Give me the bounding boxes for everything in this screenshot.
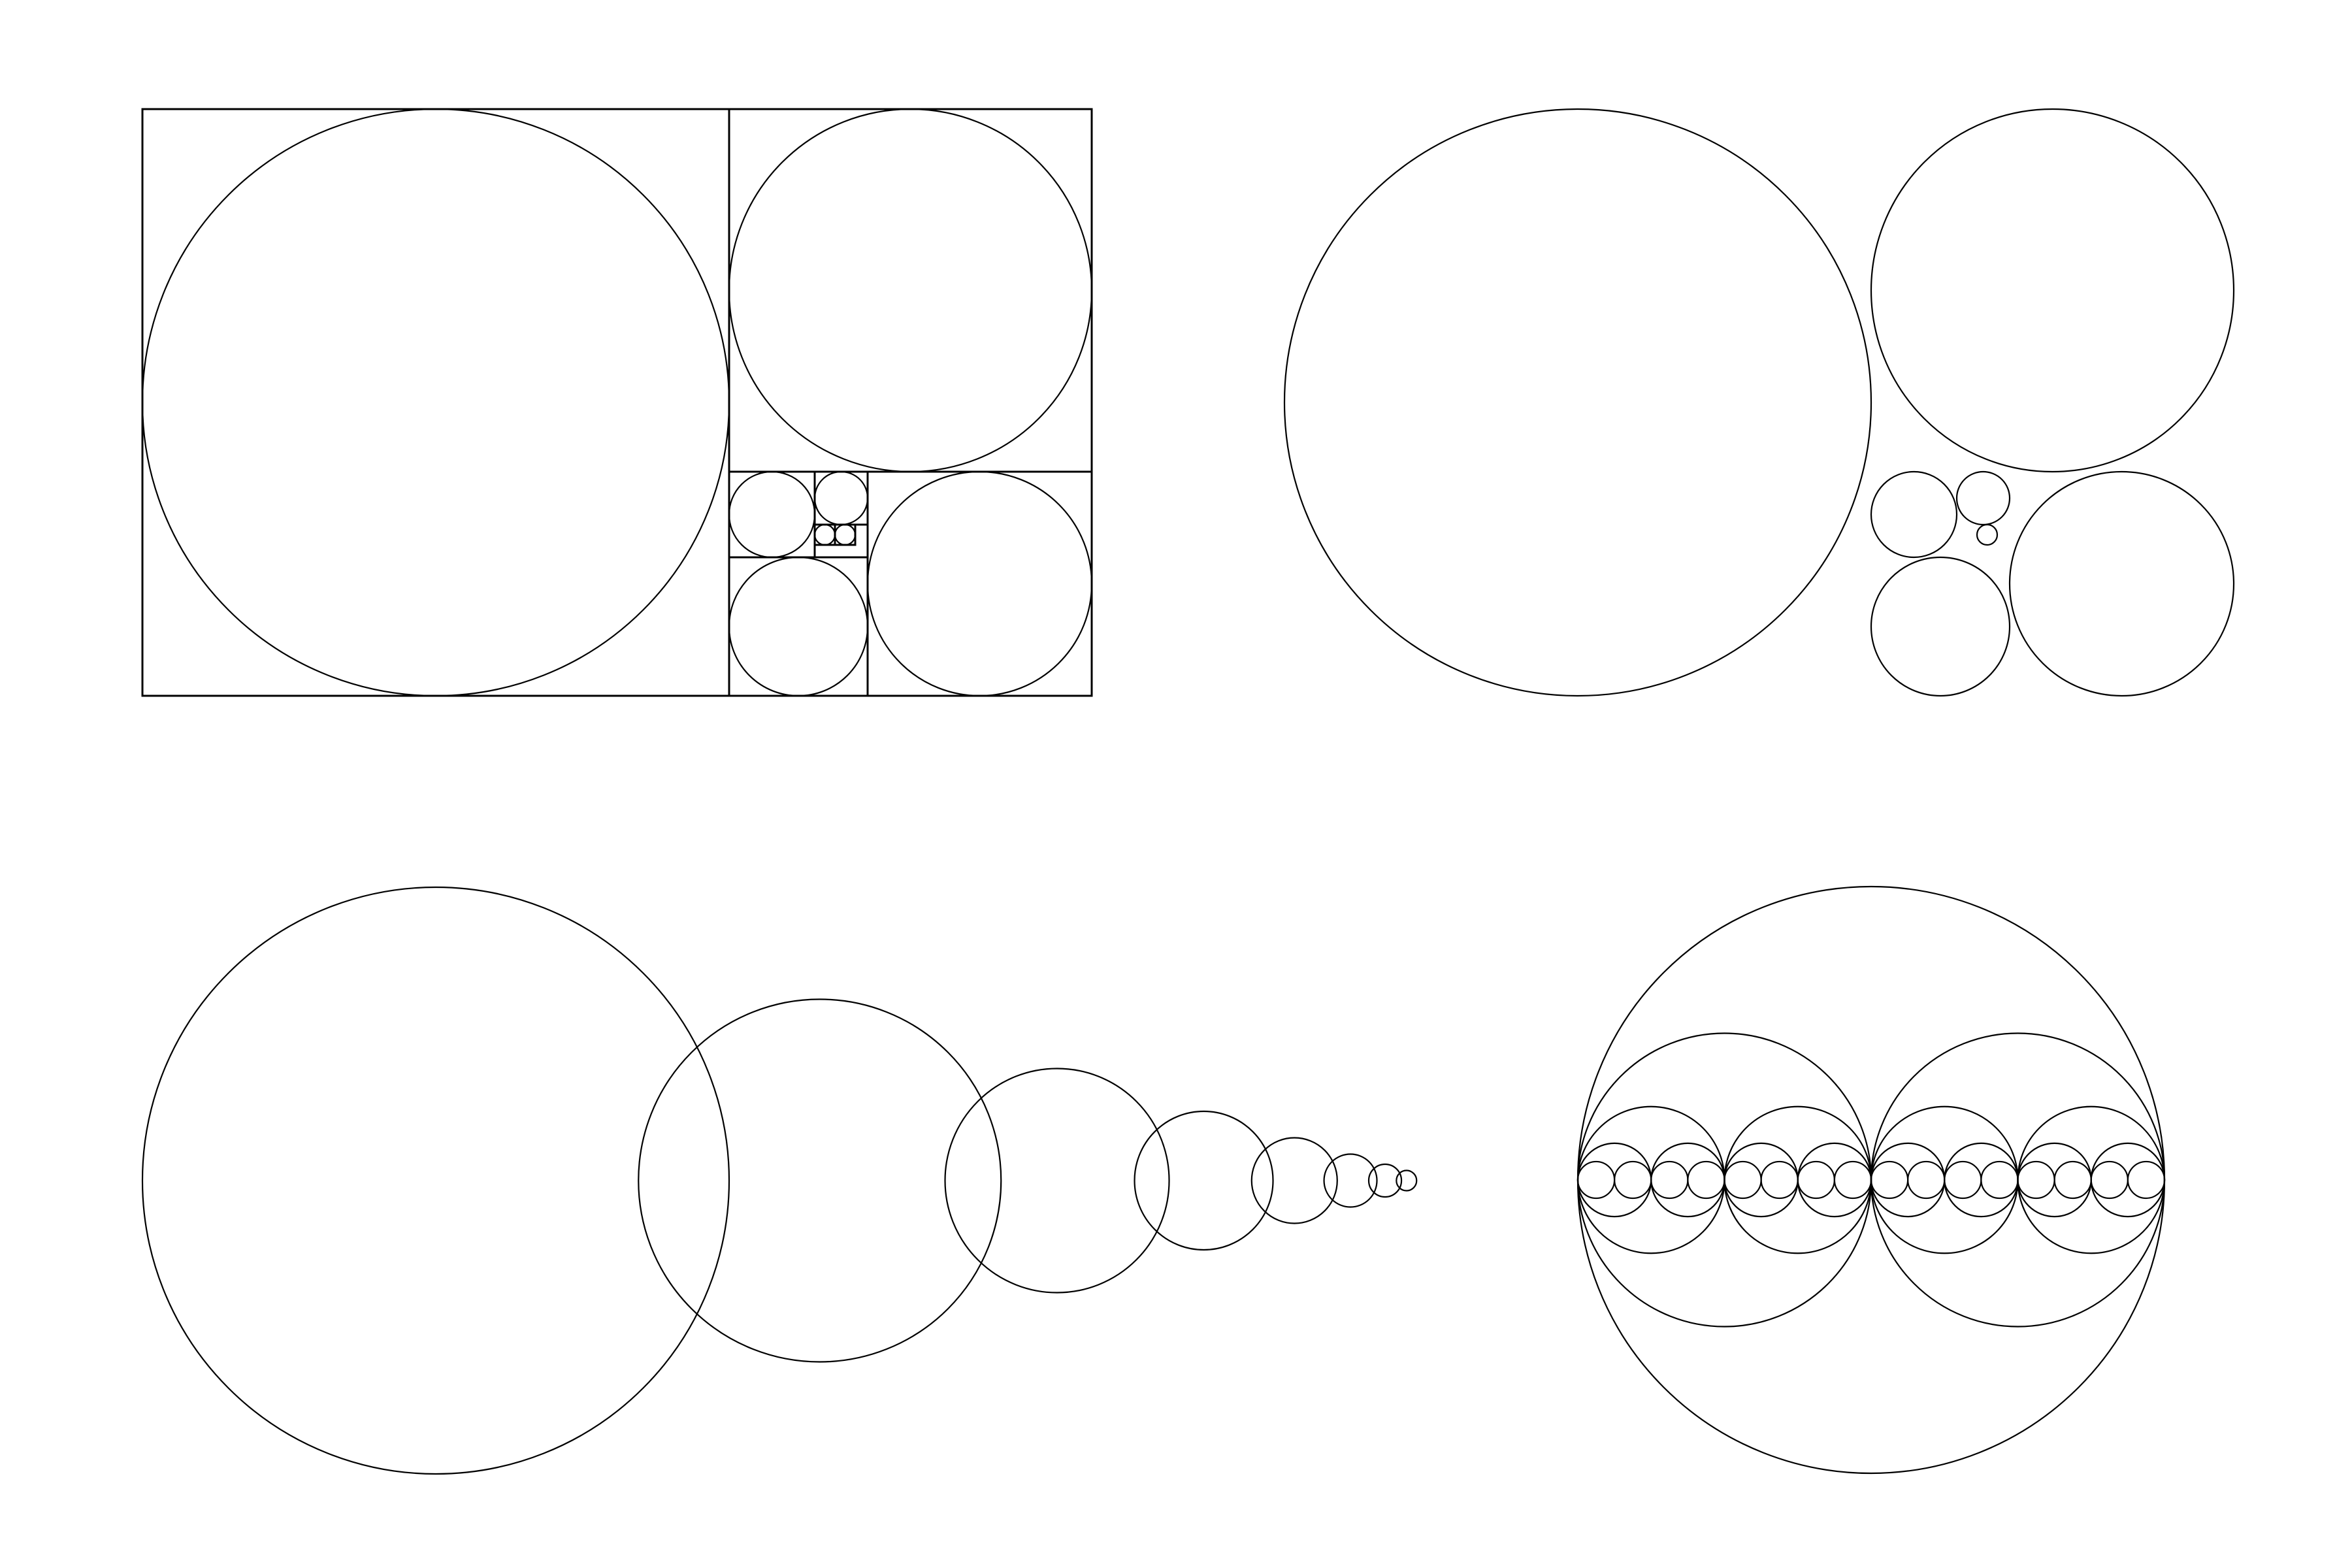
inscribed-circle-7 bbox=[834, 523, 857, 546]
nested-circle-27 bbox=[2053, 1160, 2092, 1200]
inscribed-circle-6 bbox=[813, 470, 869, 526]
chain-circle-5 bbox=[1250, 1137, 1338, 1224]
golden-circle-4 bbox=[1870, 556, 2011, 697]
inscribed-circle-1 bbox=[141, 108, 730, 697]
nested-circle-20 bbox=[1907, 1160, 1946, 1200]
chain-circle-8 bbox=[1396, 1169, 1418, 1192]
chain-circle-4 bbox=[1134, 1110, 1274, 1251]
golden-square-1 bbox=[141, 108, 730, 697]
nested-circle-19 bbox=[1870, 1160, 1909, 1200]
golden-circle-7 bbox=[1976, 523, 1999, 546]
golden-circles-figure bbox=[1283, 108, 2235, 697]
nested-circle-29 bbox=[2090, 1160, 2129, 1200]
nested-circle-11 bbox=[1723, 1160, 1762, 1200]
golden-square-2 bbox=[728, 108, 1093, 473]
nested-circle-12 bbox=[1760, 1160, 1799, 1200]
golden-rectangle-figure bbox=[141, 108, 1093, 697]
golden-circle-1 bbox=[1283, 108, 1872, 697]
inscribed-circle-8 bbox=[813, 523, 836, 546]
golden-circle-3 bbox=[2008, 470, 2235, 697]
inscribed-circle-3 bbox=[866, 470, 1093, 697]
inscribed-circle-5 bbox=[728, 470, 816, 559]
chain-circle-6 bbox=[1323, 1153, 1378, 1208]
nested-circle-22 bbox=[1944, 1160, 1982, 1200]
inscribed-circle-2 bbox=[728, 108, 1093, 473]
nested-circle-14 bbox=[1797, 1160, 1835, 1200]
nested-circle-5 bbox=[1614, 1160, 1652, 1200]
golden-square-3 bbox=[866, 470, 1093, 697]
nested-circle-30 bbox=[2127, 1160, 2166, 1200]
circle-chain-figure bbox=[141, 886, 1418, 1475]
nested-circle-23 bbox=[1980, 1160, 2019, 1200]
chain-circle-7 bbox=[1367, 1163, 1403, 1198]
golden-circle-2 bbox=[1870, 108, 2235, 473]
golden-circle-6 bbox=[1955, 470, 2011, 526]
nested-circle-15 bbox=[1833, 1160, 1872, 1200]
golden-circle-5 bbox=[1870, 470, 1958, 559]
chain-circle-2 bbox=[638, 998, 1002, 1363]
nested-circles-figure bbox=[1576, 885, 2166, 1475]
nested-circle-7 bbox=[1650, 1160, 1689, 1200]
nested-circle-26 bbox=[2017, 1160, 2055, 1200]
inscribed-circle-4 bbox=[728, 556, 869, 697]
chain-circle-1 bbox=[141, 886, 730, 1475]
chain-circle-3 bbox=[944, 1068, 1170, 1294]
nested-circle-4 bbox=[1576, 1160, 1616, 1200]
outer-golden-rectangle bbox=[141, 108, 1093, 697]
nested-circle-8 bbox=[1687, 1160, 1725, 1200]
